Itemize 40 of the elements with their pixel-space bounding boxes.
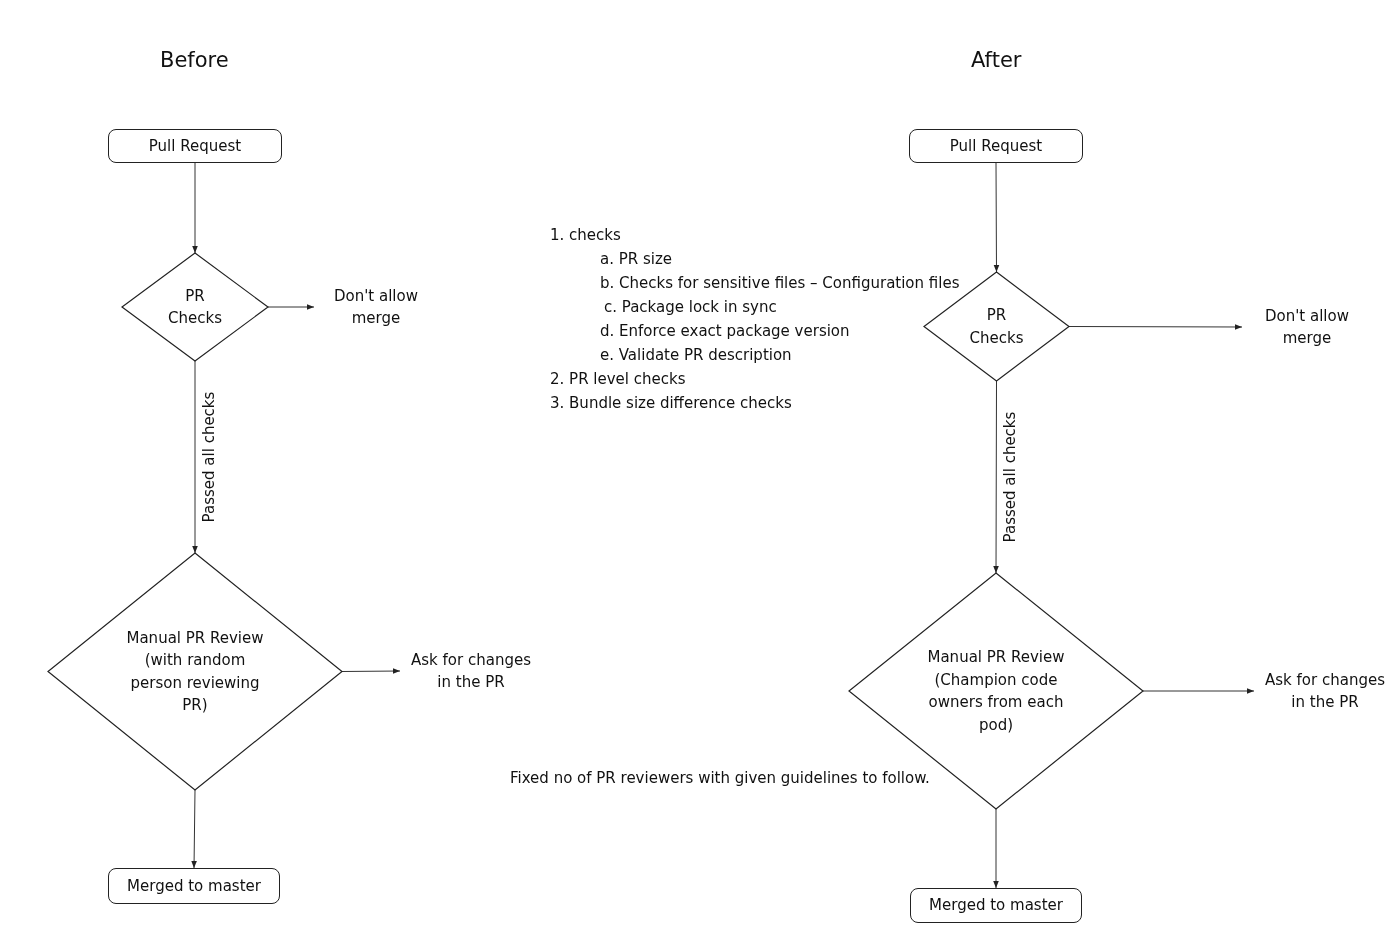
- column-heading: Before: [160, 48, 229, 74]
- process-box: [909, 129, 1083, 163]
- arrow: [1142, 688, 1255, 694]
- arrow: [267, 304, 315, 310]
- note-text: 3. Bundle size difference checks: [550, 394, 792, 412]
- node-label: Manual PR Review (Champion code owners from each pod): [926, 647, 1066, 736]
- arrow: [192, 162, 198, 254]
- node-label: PR Checks: [968, 305, 1025, 349]
- node-label: Pull Request: [147, 135, 243, 157]
- arrow: [993, 162, 1000, 273]
- node-label: Ask for changes in the PR: [410, 649, 532, 693]
- arrow: [993, 808, 999, 889]
- arrow: [993, 380, 999, 574]
- note-text: 2. PR level checks: [550, 370, 686, 388]
- note-text: Fixed no of PR reviewers with given guidelines to follow.: [510, 769, 930, 787]
- arrow: [341, 668, 401, 674]
- note-text: a. PR size: [600, 250, 673, 268]
- decision-diamond: [48, 553, 342, 790]
- note-text: d. Enforce exact package version: [600, 322, 850, 340]
- node-label: Merged to master: [126, 875, 262, 897]
- note-text: e. Validate PR description: [600, 346, 792, 364]
- process-box: [910, 888, 1082, 923]
- note-text: c. Package lock in sync: [604, 298, 777, 316]
- column-heading: After: [971, 48, 1022, 74]
- note-text: b. Checks for sensitive files – Configuration files: [600, 274, 960, 292]
- node-label: PR Checks: [167, 285, 223, 329]
- node-label: Don't allow merge: [333, 285, 419, 329]
- decision-diamond: [122, 253, 268, 361]
- arrow: [192, 360, 198, 554]
- arrow: [191, 789, 197, 869]
- arrow: [1068, 324, 1243, 330]
- node-label: Pull Request: [948, 135, 1044, 157]
- decision-diamond: [924, 272, 1069, 381]
- node-label: Ask for changes in the PR: [1264, 669, 1386, 713]
- process-box: [108, 129, 282, 163]
- node-label: Manual PR Review (with random person reviewing PR): [125, 627, 265, 716]
- note-text: 1. checks: [550, 226, 621, 244]
- node-label: Don't allow merge: [1264, 305, 1350, 349]
- process-box: [108, 868, 280, 904]
- node-label: Merged to master: [928, 895, 1064, 917]
